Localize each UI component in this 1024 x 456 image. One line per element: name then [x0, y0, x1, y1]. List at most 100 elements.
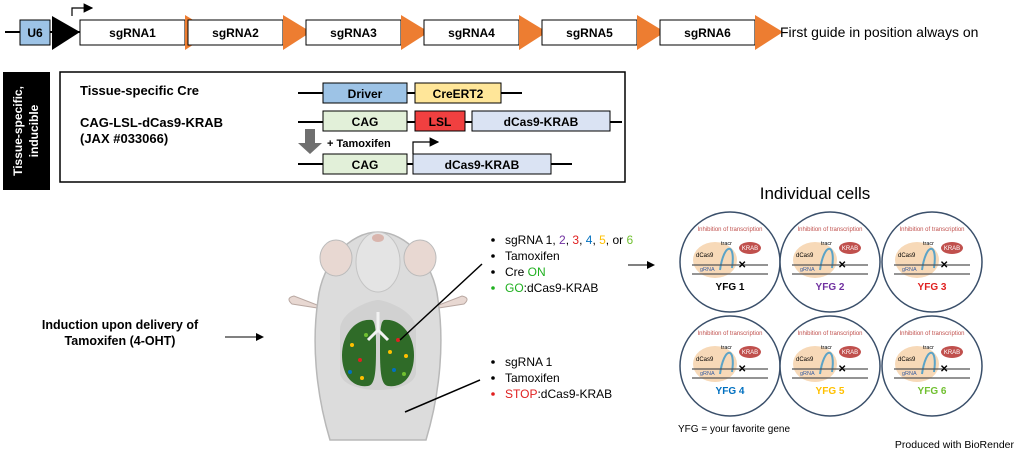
inhibition-label: Inhibition of transcription [899, 331, 964, 337]
grna-loop [819, 351, 834, 375]
transcription-start-arrow [71, 3, 94, 16]
grna-text: gRNA [700, 267, 715, 273]
guide-arrow-6 [755, 15, 783, 50]
creert2-box [414, 82, 502, 104]
block-x-icon: ✕ [738, 260, 746, 271]
block-x-icon: ✕ [940, 260, 948, 271]
inhibition-label: Inhibition of transcription [697, 227, 762, 233]
gene-label-2: YFG 2 [816, 282, 845, 293]
array-note: First guide in position always on [780, 24, 978, 40]
dcas9-box-1 [471, 110, 611, 132]
side-label: Tissue-specific, inducible [3, 72, 50, 190]
krab-text: KRAB [742, 350, 758, 356]
mouse-nose [372, 234, 384, 242]
inhibition-label: Inhibition of transcription [899, 227, 964, 233]
transcription-start-arrow-2 [412, 137, 440, 154]
krab-domain [839, 242, 861, 254]
cell-3: Inhibition of transcriptiondCas9KRABtrac… [881, 211, 983, 313]
krab-text: KRAB [944, 350, 960, 356]
guide-arrow-2 [283, 15, 311, 50]
block-x-icon: ✕ [838, 260, 846, 271]
dcas9-text: dCas9 [696, 357, 714, 363]
u6-arrow-black [52, 16, 80, 50]
cag-box-1 [322, 110, 408, 132]
krab-domain [739, 242, 761, 254]
mouse-model-panel: Tissue-specific Cre CAG-LSL-dCas9-KRAB (… [59, 71, 626, 183]
grna-text: gRNA [902, 267, 917, 273]
tracr-text: tracr [923, 345, 934, 351]
krab-text: KRAB [842, 350, 858, 356]
pointer-line-top [399, 263, 483, 341]
bullet-top-2: Tamoxifen [505, 249, 560, 263]
cell-5: Inhibition of transcriptiondCas9KRABtrac… [779, 315, 881, 417]
bullet-top-4: GO:dCas9-KRAB [505, 281, 598, 295]
guide-arrow-4 [519, 15, 547, 50]
lsl-label: LSL [429, 115, 452, 129]
trachea [366, 312, 390, 342]
tracr-text: tracr [821, 241, 832, 247]
creert2-label: CreERT2 [433, 87, 484, 101]
grna-loop [719, 247, 734, 271]
inhibition-label: Inhibition of transcription [697, 331, 762, 337]
grna-text: gRNA [800, 267, 815, 273]
side-label-line2: inducible [27, 104, 41, 157]
cell-4: Inhibition of transcription dCas9 KRAB trac… [679, 315, 781, 417]
block-x-icon: ✕ [940, 364, 948, 375]
dcas9-text: dCas9 [796, 357, 814, 363]
cells-title: Individual cells [760, 184, 871, 203]
guide-label-3: sgRNA3 [330, 26, 377, 40]
pointer-line-bottom [404, 379, 481, 413]
lsl-box [414, 110, 466, 132]
induction-line1: Induction upon delivery of [42, 318, 199, 332]
krab-domain [941, 346, 963, 358]
mouse-left-ear [319, 239, 353, 277]
guide-label-5: sgRNA5 [566, 26, 613, 40]
mouse-head [355, 231, 401, 293]
krab-domain [739, 346, 761, 358]
gene-label-3: YFG 3 [918, 282, 947, 293]
krab-domain [941, 242, 963, 254]
bullets-bottom: sgRNA 1 Tamoxifen STOP:dCas9-KRAB [491, 355, 612, 401]
grna-text: gRNA [700, 371, 715, 377]
induction-line2: Tamoxifen (4-OHT) [65, 334, 176, 348]
guide-label-6: sgRNA6 [684, 26, 731, 40]
grna-text: gRNA [902, 371, 917, 377]
dcas9-text: dCas9 [796, 253, 814, 259]
guide-box-3 [305, 19, 402, 46]
cre-label: Tissue-specific Cre [80, 83, 199, 98]
tracr-text: tracr [721, 345, 732, 351]
guide-arrow-3 [401, 15, 429, 50]
dcas9-text: dCas9 [898, 253, 916, 259]
side-label-line1: Tissue-specific, [11, 86, 25, 176]
inhibition-label: Inhibition of transcription [797, 227, 862, 233]
krab-domain [839, 346, 861, 358]
tamoxifen-down-arrow [298, 129, 322, 154]
guide-box-2 [187, 19, 284, 46]
gene-label-5: YFG 5 [816, 386, 845, 397]
cell-6: Inhibition of transcriptiondCas9KRABtrac… [881, 315, 983, 417]
u6-label: U6 [27, 26, 43, 40]
bullet-bottom-1: sgRNA 1 [505, 355, 553, 369]
dcas9-label-2: dCas9-KRAB [445, 158, 520, 172]
tamoxifen-label: + Tamoxifen [327, 138, 391, 150]
jax-label: (JAX #033066) [80, 131, 168, 146]
bullet-bottom-3: STOP:dCas9-KRAB [505, 387, 612, 401]
dcas9-box-2 [412, 153, 552, 175]
krab-text: KRAB [944, 246, 960, 252]
lung-dots [348, 333, 408, 380]
yfg-legend: YFG = your favorite gene [678, 424, 790, 435]
mouse-right-ear [403, 239, 437, 277]
block-x-icon: ✕ [838, 364, 846, 375]
bullet-top-3: Cre ON [505, 265, 546, 279]
dcas9-label-1: dCas9-KRAB [504, 115, 579, 129]
right-lung [380, 319, 414, 387]
cag-label-1: CAG [352, 115, 379, 129]
u6-promoter-box [19, 19, 51, 46]
inhibition-label: Inhibition of transcription [797, 331, 862, 337]
block-x-icon: ✕ [738, 364, 746, 375]
bullets-top: sgRNA 1, 2, 3, 4, 5, or 6 Tamoxifen Cre … [491, 233, 633, 295]
gene-label-1: YFG 1 [716, 282, 745, 293]
krab-text: KRAB [742, 246, 758, 252]
grna-text: gRNA [800, 371, 815, 377]
